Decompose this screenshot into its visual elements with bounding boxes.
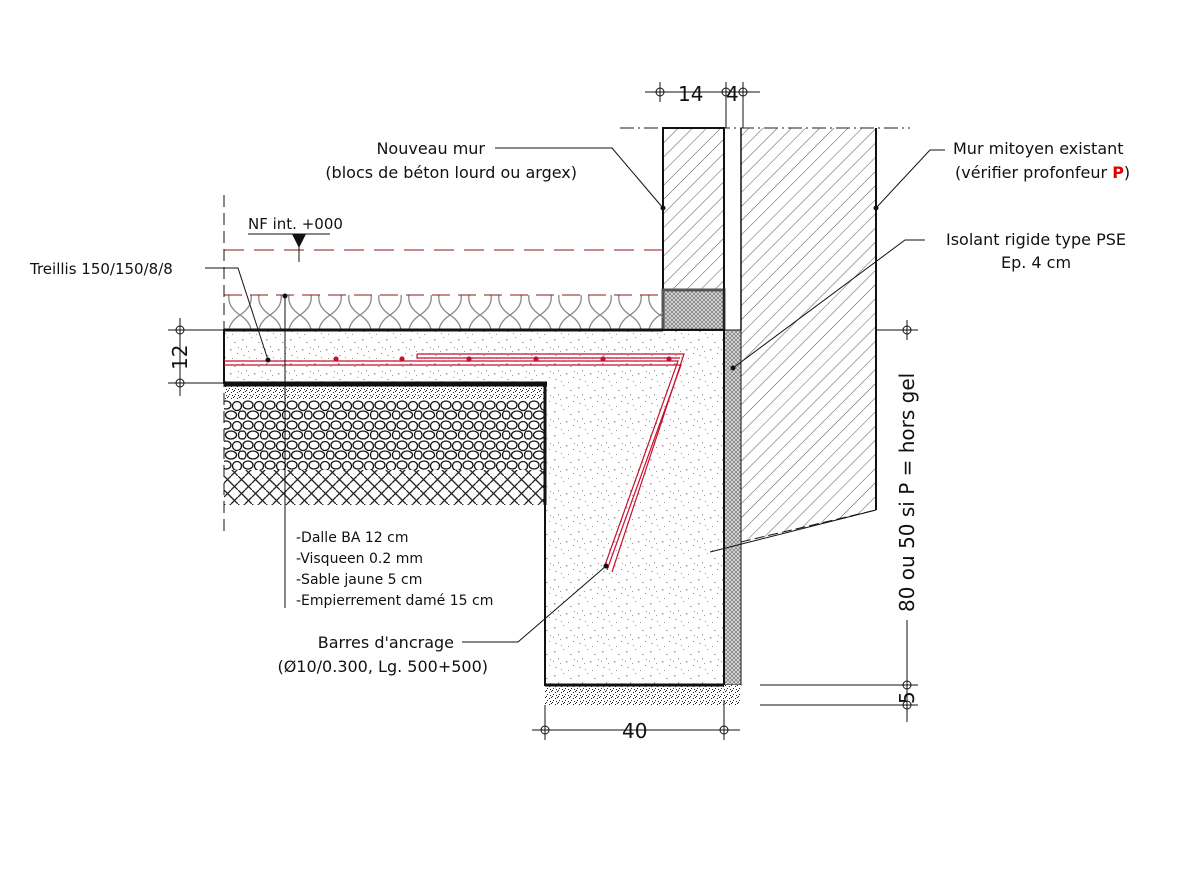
label-anchor-bars: Barres d'ancrage xyxy=(318,633,454,652)
layer-list: -Dalle BA 12 cm -Visqueen 0.2 mm -Sable … xyxy=(296,530,493,609)
rebar xyxy=(224,353,685,573)
dim-insulation-width: 4 xyxy=(726,82,739,106)
floor-insulation xyxy=(224,295,663,330)
label-existing-wall-detail: (vérifier profonfeur P) xyxy=(955,163,1130,182)
rigid-insulation-strip xyxy=(723,329,742,686)
label-floor-level: NF int. +000 xyxy=(248,215,343,233)
dim-slab-thickness: 12 xyxy=(168,345,192,370)
dim-depth: 80 ou 50 si P = hors gel xyxy=(895,373,919,612)
svg-text:-Visqueen 0.2 mm: -Visqueen 0.2 mm xyxy=(296,551,423,567)
label-insulation: Isolant rigide type PSE xyxy=(946,230,1126,249)
footing-sand xyxy=(545,685,741,705)
label-insulation-thickness: Ep. 4 cm xyxy=(1001,253,1071,272)
existing-wall xyxy=(741,128,876,542)
compacted-base xyxy=(224,470,545,505)
dim-wall-width: 14 xyxy=(678,82,703,106)
new-wall xyxy=(662,127,725,291)
label-anchor-bars-detail: (Ø10/0.300, Lg. 500+500) xyxy=(277,657,488,676)
svg-text:-Dalle BA 12 cm: -Dalle BA 12 cm xyxy=(296,530,409,546)
svg-text:-Empierrement damé 15 cm: -Empierrement damé 15 cm xyxy=(296,593,493,609)
gravel-layer xyxy=(224,400,545,470)
svg-text:-Sable jaune 5 cm: -Sable jaune 5 cm xyxy=(296,572,422,588)
dim-footing-width: 40 xyxy=(622,719,647,743)
sand-layer xyxy=(224,386,545,400)
label-new-wall-detail: (blocs de béton lourd ou argex) xyxy=(325,163,577,182)
label-existing-wall: Mur mitoyen existant xyxy=(953,139,1124,158)
wall-base-block xyxy=(661,288,726,332)
dim-sand-thickness: 5 xyxy=(895,691,919,704)
label-new-wall: Nouveau mur xyxy=(376,139,485,158)
label-mesh: Treillis 150/150/8/8 xyxy=(29,260,173,278)
